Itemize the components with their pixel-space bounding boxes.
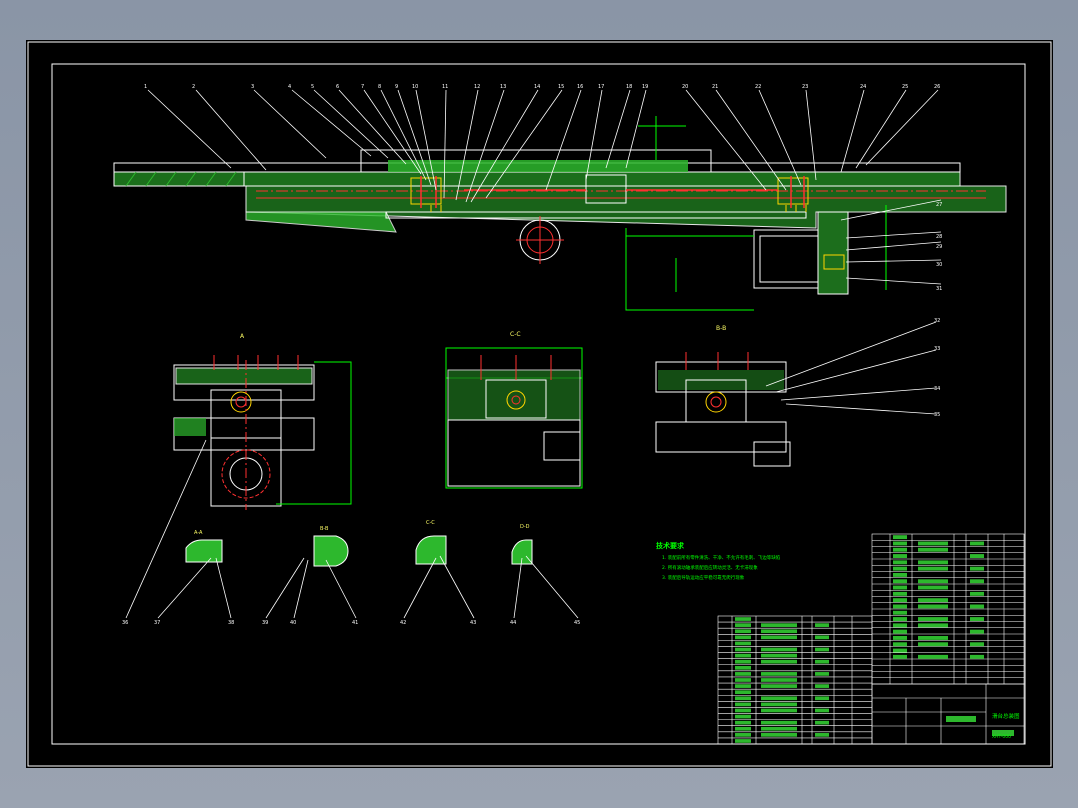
svg-text:20: 20	[682, 84, 688, 90]
svg-text:25: 25	[902, 84, 908, 90]
svg-text:16: 16	[577, 84, 583, 90]
svg-text:1: 1	[144, 84, 147, 90]
svg-text:10: 10	[412, 84, 418, 90]
drawing-name: 滑台总装图	[992, 712, 1020, 720]
section-label-c: B-B	[716, 325, 726, 332]
section-label-a: A	[240, 333, 245, 340]
parts-list-lower	[717, 615, 873, 745]
svg-text:26: 26	[934, 84, 940, 90]
svg-text:19: 19	[642, 84, 648, 90]
svg-text:12: 12	[474, 84, 480, 90]
svg-text:13: 13	[500, 84, 506, 90]
svg-text:30: 30	[936, 262, 942, 268]
notes-line-1: 1. 装配前所有零件清洗、干净、不允许有毛刺、飞边等缺陷	[662, 554, 781, 561]
svg-text:4: 4	[288, 84, 291, 90]
section-label-b: C-C	[510, 331, 521, 338]
svg-text:34: 34	[934, 386, 940, 392]
section-label-f: C-C	[426, 520, 435, 526]
section-view-a: A	[173, 333, 352, 510]
svg-text:41: 41	[352, 620, 358, 626]
svg-text:28: 28	[936, 234, 942, 240]
section-label-d: A-A	[194, 530, 203, 536]
sheet-inner-frame	[51, 63, 1026, 745]
svg-text:31: 31	[936, 286, 942, 292]
svg-text:37: 37	[154, 620, 160, 626]
notes-line-2: 2. 所有滚动轴承装配后应转动灵活、无卡滞现象	[662, 564, 758, 571]
parts-list-cell-fills	[735, 535, 984, 743]
notes-line-3: 3. 装配后导轨运动应平稳可靠无爬行现象	[662, 574, 745, 581]
svg-text:43: 43	[470, 620, 476, 626]
svg-text:33: 33	[934, 346, 940, 352]
detail-sections: A-A B-B C-C D-D 36 37 38 39 40 41 42 43 44 45	[122, 439, 580, 626]
svg-text:24: 24	[860, 84, 866, 90]
svg-text:2: 2	[192, 84, 195, 90]
svg-text:35: 35	[934, 412, 940, 418]
drawing-number: XHT-000	[992, 734, 1011, 740]
svg-text:15: 15	[558, 84, 564, 90]
notes-title: 技术要求	[656, 541, 685, 550]
svg-text:39: 39	[262, 620, 268, 626]
svg-text:36: 36	[122, 620, 128, 626]
svg-text:3: 3	[251, 84, 254, 90]
section-label-e: B-B	[320, 526, 329, 532]
parts-list-upper	[871, 533, 1025, 685]
svg-text:9: 9	[395, 84, 398, 90]
svg-text:32: 32	[934, 318, 940, 324]
svg-text:38: 38	[228, 620, 234, 626]
svg-text:29: 29	[936, 244, 942, 250]
svg-text:44: 44	[510, 620, 516, 626]
section-view-cc: C-C	[445, 331, 583, 489]
technical-notes: 技术要求 1. 装配前所有零件清洗、干净、不允许有毛刺、飞边等缺陷 2. 所有滚…	[656, 541, 781, 581]
svg-text:18: 18	[626, 84, 632, 90]
section-label-g: D-D	[520, 524, 530, 530]
svg-text:7: 7	[361, 84, 364, 90]
svg-text:14: 14	[534, 84, 540, 90]
svg-text:21: 21	[712, 84, 718, 90]
sheet-outer-frame	[27, 41, 1052, 767]
svg-text:17: 17	[598, 84, 604, 90]
svg-text:6: 6	[336, 84, 339, 90]
svg-text:42: 42	[400, 620, 406, 626]
svg-text:45: 45	[574, 620, 580, 626]
svg-text:8: 8	[378, 84, 381, 90]
svg-text:40: 40	[290, 620, 296, 626]
svg-text:23: 23	[802, 84, 808, 90]
section-view-bb: B-B 32 33 34 35	[655, 318, 940, 467]
title-block	[871, 683, 1025, 745]
svg-text:11: 11	[442, 84, 448, 90]
svg-text:27: 27	[936, 202, 942, 208]
svg-text:5: 5	[311, 84, 314, 90]
svg-text:22: 22	[755, 84, 761, 90]
